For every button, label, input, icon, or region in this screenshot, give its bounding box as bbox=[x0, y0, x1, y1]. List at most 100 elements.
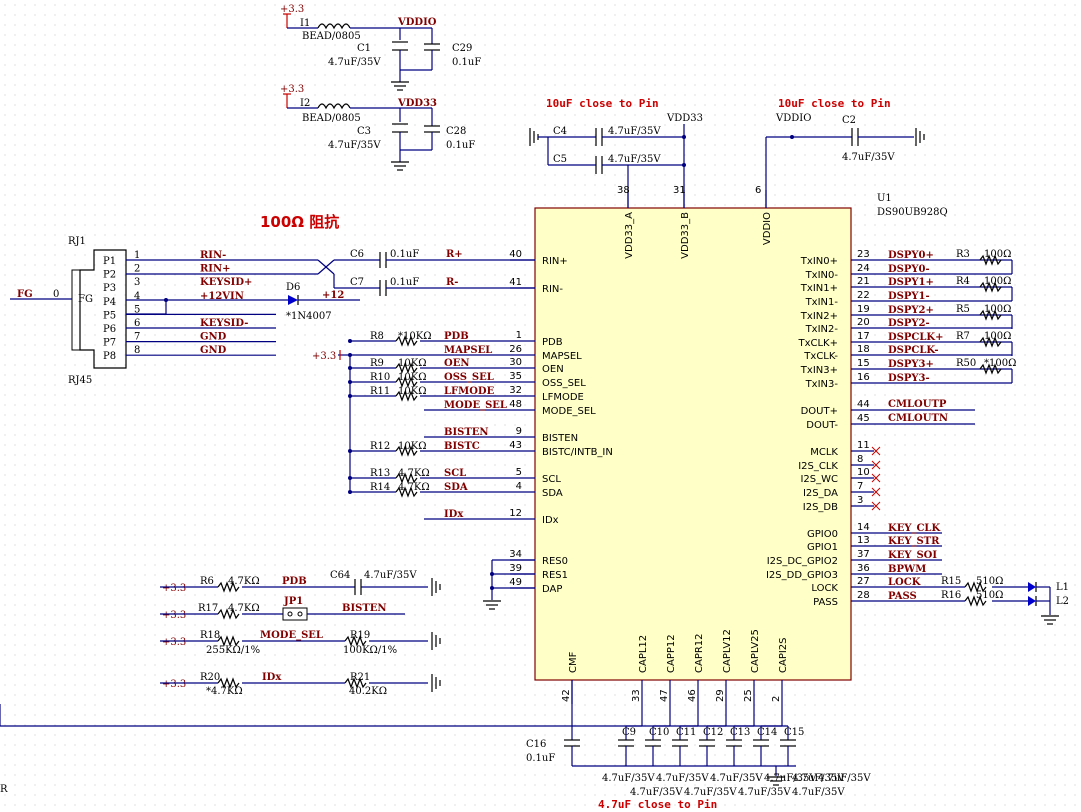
pin-name-txin0-: TxIN0- bbox=[805, 270, 839, 281]
pin-num-39: 39 bbox=[509, 563, 522, 574]
net-dspy0: DSPY0+ bbox=[888, 250, 934, 261]
chip-part: DS90UB928Q bbox=[877, 207, 948, 218]
led-l2 bbox=[1028, 596, 1036, 606]
pin-name-scl: SCL bbox=[542, 474, 561, 485]
net-key-str: KEY_STR bbox=[888, 536, 940, 547]
vddio-filter: +3.3 I1 BEAD/0805 VDDIO C1 4.7uF/35V C29… bbox=[280, 4, 481, 91]
res-r13-value: 4.7KΩ bbox=[398, 468, 430, 479]
pin-num-4: 4 bbox=[516, 481, 522, 492]
net-dspclk: DSPCLK+ bbox=[888, 332, 943, 343]
pin-num-46: 46 bbox=[687, 689, 698, 702]
pin-name-pass: PASS bbox=[813, 597, 838, 608]
cap-c16-value: 0.1uF bbox=[526, 753, 555, 764]
pin-name-dap: DAP bbox=[542, 584, 562, 595]
vddio-decoupling: VDDIO C2 4.7uF/35V bbox=[765, 113, 925, 208]
jumper-jp1[interactable] bbox=[282, 607, 308, 621]
power-label-3v3-b1: +3.3 bbox=[162, 583, 186, 594]
cap-value-row2-3: 4.7uF/35V bbox=[792, 787, 845, 798]
vdd33-filter: +3.3 I2 BEAD/0805 VDD33 C3 4.7uF/35V C28… bbox=[280, 84, 475, 171]
strap-modesel: +3.3 R18 255KΩ/1% MODE_SEL R19 100KΩ/1% bbox=[160, 630, 441, 656]
res-r6-ref: R6 bbox=[200, 576, 214, 587]
pin-name-mode-sel: MODE_SEL bbox=[542, 406, 596, 417]
net-lock: LOCK bbox=[888, 577, 921, 588]
net-cfg-pdb: PDB bbox=[444, 331, 469, 342]
connector-pin-num-3: 3 bbox=[134, 277, 140, 288]
jumper-jp1-ref: JP1 bbox=[283, 596, 303, 607]
bead-i2-ref: I2 bbox=[300, 98, 310, 109]
cap-c7-value: 0.1uF bbox=[390, 277, 419, 288]
connector-pin-num-8: 8 bbox=[134, 345, 140, 356]
pin-name-vdd33_a: VDD33_A bbox=[624, 212, 635, 259]
pin-name-lfmode: LFMODE bbox=[542, 392, 584, 403]
pin-num-1: 1 bbox=[516, 330, 522, 341]
net-cmloutn: CMLOUTN bbox=[888, 413, 948, 424]
bead-i1-ref: I1 bbox=[300, 18, 310, 29]
net-cfg-bisten: BISTEN bbox=[444, 427, 489, 438]
connector-pin-8: P8 bbox=[103, 351, 116, 362]
net-cfg-mode-sel: MODE_SEL bbox=[444, 400, 507, 411]
res-r19-value: 100KΩ/1% bbox=[343, 645, 397, 656]
cap-c3-ref: C3 bbox=[357, 126, 371, 137]
net-idx-strap: IDx bbox=[262, 672, 282, 683]
led-l2-ref: L2 bbox=[1056, 596, 1069, 607]
net-p12: +12 bbox=[322, 290, 344, 301]
cap-c5-ref: C5 bbox=[553, 154, 567, 165]
net-rj-keysid: KEYSID+ bbox=[200, 277, 252, 288]
cap-c29-ref: C29 bbox=[452, 43, 472, 54]
pin-num-41: 41 bbox=[509, 277, 522, 288]
res-r17-ref: R17 bbox=[198, 603, 218, 614]
rj45-connector: RJ1 RJ45 FG FG 0 bbox=[10, 236, 127, 386]
res-r3-ref: R3 bbox=[956, 249, 970, 260]
pin-name-vddio: VDDIO bbox=[762, 212, 773, 245]
pin-num-5: 5 bbox=[516, 467, 522, 478]
pin-num-32: 32 bbox=[509, 385, 522, 396]
pin-name-caplv25: CAPLV25 bbox=[750, 629, 761, 673]
net-cfg-oen: OEN bbox=[444, 358, 469, 369]
strap-bisten: +3.3 R17 4.7KΩ JP1 BISTEN bbox=[160, 596, 405, 621]
cap-c15-value: 4.7uF/35V bbox=[792, 773, 845, 784]
pin-num-8: 8 bbox=[857, 454, 863, 465]
net-rj-gnd: GND bbox=[200, 332, 227, 343]
power-label-3v3-b4: +3.3 bbox=[162, 679, 186, 690]
net-dspy2: DSPY2- bbox=[888, 318, 930, 329]
res-r16-ref: R16 bbox=[941, 590, 961, 601]
net-cfg-scl: SCL bbox=[444, 468, 466, 479]
pin-num-16: 16 bbox=[857, 372, 870, 383]
pin-name-i2s-da: I2S_DA bbox=[803, 488, 838, 499]
cap-c12-ref: C12 bbox=[703, 727, 723, 738]
pin-num-10: 10 bbox=[857, 467, 870, 478]
impedance-note: 100Ω 阻抗 bbox=[260, 213, 339, 231]
cap-c11-ref: C11 bbox=[676, 727, 696, 738]
pin-name-i2s-wc: I2S_WC bbox=[800, 474, 838, 485]
cap-c3-value: 4.7uF/35V bbox=[328, 140, 381, 151]
pin-name-bisten: BISTEN bbox=[542, 433, 578, 444]
pin-name-i2s-dc-gpio2: I2S_DC_GPIO2 bbox=[767, 556, 838, 567]
net-rj-12vin: +12VIN bbox=[200, 291, 244, 302]
chip-body-u1 bbox=[534, 207, 852, 681]
pin-name-txclk-: TxCLK- bbox=[803, 351, 838, 362]
cap-c28-ref: C28 bbox=[446, 126, 466, 137]
res-r17-value: 4.7KΩ bbox=[228, 603, 260, 614]
net-vdd33: VDD33 bbox=[397, 98, 437, 109]
pin-name-i2s-db: I2S_DB bbox=[803, 502, 838, 513]
pin-num-49: 49 bbox=[509, 577, 522, 588]
pin-name-mapsel: MAPSEL bbox=[542, 351, 582, 362]
cap-c2-ref: C2 bbox=[842, 115, 856, 126]
res-gnd bbox=[482, 559, 535, 610]
pin-num-36: 36 bbox=[857, 563, 870, 574]
connector-pin-num-1: 1 bbox=[134, 250, 140, 261]
res-r4-value: 100Ω bbox=[984, 276, 1011, 287]
power-label-3v3-b2: +3.3 bbox=[162, 610, 186, 621]
connector-pin-7: P7 bbox=[103, 338, 116, 349]
pin-num-23: 23 bbox=[857, 249, 870, 260]
cap-c9-ref: C9 bbox=[622, 727, 636, 738]
res-r10-value: 10KΩ bbox=[398, 372, 427, 383]
cap-c2-value: 4.7uF/35V bbox=[842, 152, 895, 163]
pin-num-13: 13 bbox=[857, 535, 870, 546]
pin-num-15: 15 bbox=[857, 358, 870, 369]
pin-name-mclk: MCLK bbox=[810, 447, 838, 458]
pin-num-45: 45 bbox=[857, 413, 870, 424]
connector-pin-num-6: 6 bbox=[134, 318, 140, 329]
